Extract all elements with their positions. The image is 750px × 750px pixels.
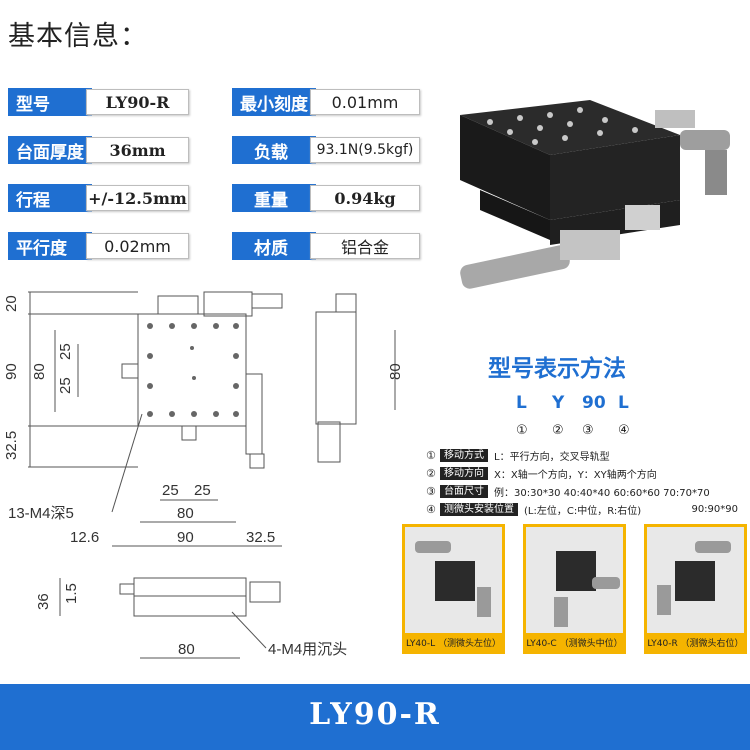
dim-36: 36	[35, 593, 52, 610]
dim-20: 20	[3, 295, 20, 312]
legend-row: 90:90*90	[691, 503, 738, 515]
spec-value-model: LY90-R	[86, 89, 189, 115]
dim-25c: 25	[162, 482, 179, 499]
dim-32-5-bottom: 32.5	[246, 529, 275, 546]
callout-holes: 13-M4深5	[8, 505, 74, 522]
variant-caption: LY40-L （测微头左位）	[405, 633, 502, 651]
code-num-4: ④	[618, 423, 630, 438]
dim-80b: 80	[177, 505, 194, 522]
dim-side-80: 80	[387, 363, 404, 380]
code-letter-l: L	[516, 393, 527, 413]
dim-90: 90	[3, 363, 20, 380]
dim-25b: 25	[57, 377, 74, 394]
spec-label-model: 型号	[8, 88, 92, 116]
variant-right: LY40-R （测微头右位）	[644, 524, 747, 654]
legend-row: ① 移动方式 L：平行方向，交叉导轨型	[426, 448, 610, 463]
model-code-title: 型号表示方法	[488, 356, 626, 382]
technical-drawing: 20 90 80 25 25 32.5 25 25 80 90 12.6 32.…	[3, 291, 404, 659]
dim-front-80: 80	[178, 641, 195, 658]
dim-12-6: 12.6	[70, 529, 99, 546]
spec-value-travel: +/-12.5mm	[86, 185, 189, 211]
product-photo	[460, 100, 730, 289]
spec-value-material: 铝合金	[310, 233, 420, 259]
spec-label-load: 负载	[232, 136, 316, 164]
spec-label-material: 材质	[232, 232, 316, 260]
spec-label-min-scale: 最小刻度	[232, 88, 316, 116]
dim-90b: 90	[177, 529, 194, 546]
drawing-front-view	[133, 577, 247, 597]
spec-label-parallelism: 平行度	[8, 232, 92, 260]
variant-left-photo	[415, 541, 491, 617]
drawing-top-view-body	[137, 313, 247, 427]
legend-row: ② 移动方向 X：X轴一个方向，Y：XY轴两个方向	[426, 466, 657, 481]
drawing-side-view	[315, 311, 357, 425]
code-num-3: ③	[582, 423, 594, 438]
spec-label-weight: 重量	[232, 184, 316, 212]
spec-value-min-scale: 0.01mm	[310, 89, 420, 115]
dim-32-5-left: 32.5	[3, 431, 20, 460]
variant-center: LY40-C （测微头中位）	[523, 524, 626, 654]
footer-model: LY90-R	[309, 697, 441, 732]
dim-1-5: 1.5	[63, 583, 80, 604]
spec-label-thickness: 台面厚度	[8, 136, 92, 164]
variant-right-photo	[657, 541, 731, 615]
legend-row: ③ 台面尺寸 例：30:30*30 40:40*40 60:60*60 70:7…	[426, 484, 710, 499]
legend-row: ④ 测微头安装位置 (L:左位，C:中位，R:右位)	[426, 502, 642, 517]
variant-caption: LY40-R （测微头右位）	[647, 633, 744, 651]
spec-value-thickness: 36mm	[86, 137, 189, 163]
variant-center-photo	[554, 551, 620, 627]
variant-caption: LY40-C （测微头中位）	[526, 633, 623, 651]
dim-80: 80	[31, 363, 48, 380]
model-code-legend: ① 移动方式 L：平行方向，交叉导轨型 ② 移动方向 X：X轴一个方向，Y：XY…	[426, 448, 746, 517]
page-title: 基本信息：	[8, 21, 148, 52]
dim-25a: 25	[57, 343, 74, 360]
code-num-2: ②	[552, 423, 564, 438]
code-letter-y: Y	[552, 393, 565, 413]
spec-value-load: 93.1N(9.5kgf)	[310, 137, 420, 163]
code-letter-l2: L	[618, 393, 629, 413]
dim-25d: 25	[194, 482, 211, 499]
spec-value-weight: 0.94kg	[310, 185, 420, 211]
variant-left: LY40-L （测微头左位）	[402, 524, 505, 654]
spec-value-parallelism: 0.02mm	[86, 233, 189, 259]
callout-mount: 4-M4用沉头	[268, 641, 347, 658]
footer-banner: LY90-R	[0, 684, 750, 750]
code-num-1: ①	[516, 423, 528, 438]
code-letter-90: 90	[582, 393, 606, 413]
spec-label-travel: 行程	[8, 184, 92, 212]
